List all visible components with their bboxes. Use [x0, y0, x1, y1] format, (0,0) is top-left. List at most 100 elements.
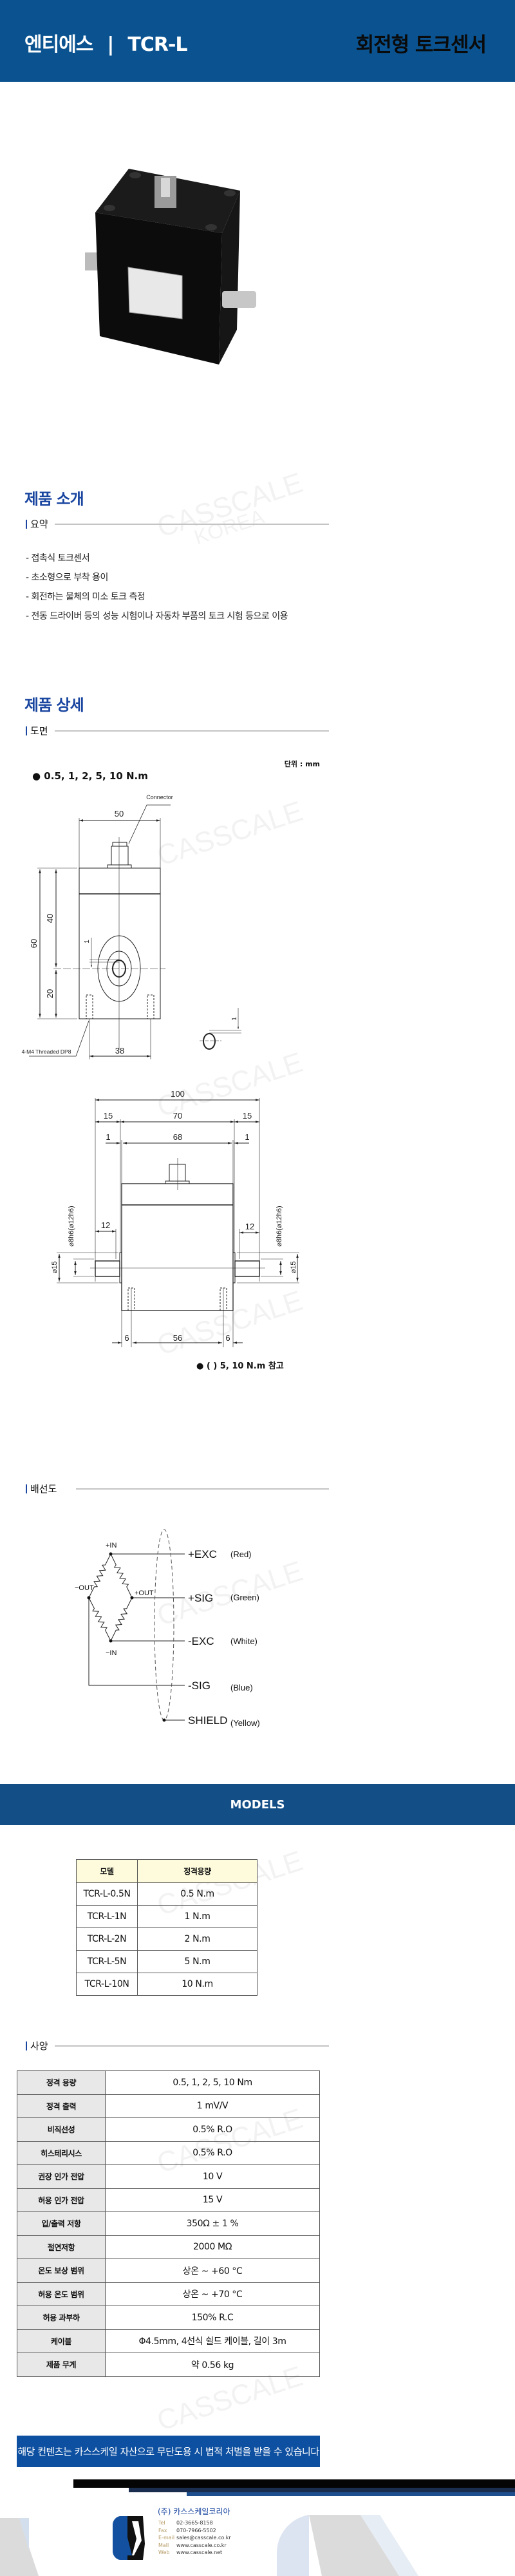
- drawing-label: 도면: [30, 725, 48, 737]
- spec-label: 허용 인가 전압: [17, 2188, 106, 2212]
- spec-label: 정격 용량: [17, 2070, 106, 2095]
- spec-label: 케이블: [17, 2329, 106, 2353]
- divider: [54, 730, 329, 732]
- dim-gap: 1: [84, 940, 91, 943]
- page-header: 엔티에스|TCR-L 회전형 토크센서: [0, 0, 515, 82]
- dim-shaft-left: 12: [101, 1220, 110, 1230]
- model-cell: TCR-L-10N: [76, 1973, 138, 1996]
- dim-inner: 68: [173, 1132, 182, 1142]
- spec-value: 0.5% R.O: [105, 2141, 320, 2165]
- side-face: [219, 191, 240, 365]
- spec-label: 입/출력 저항: [17, 2211, 106, 2236]
- model-cell: TCR-L-1N: [76, 1905, 138, 1928]
- bridge-node-labels: +IN −OUT +OUT −IN: [75, 1542, 154, 1657]
- spec-label: 허용 온도 범위: [17, 2282, 106, 2306]
- spec-value: 상온 ~ +60 °C: [105, 2259, 320, 2283]
- bullet-item: - 접촉식 토크센서: [26, 553, 90, 564]
- flange-diameter-right: ⌀15: [290, 1262, 297, 1274]
- product-photo: [85, 169, 256, 365]
- dim-key: 1: [231, 1017, 238, 1021]
- side-view-labels: 100 15 70 15 1 68 1 12 12 ⌀8h6(⌀12h6) ⌀8…: [51, 1089, 297, 1343]
- wire-color: (Blue): [230, 1683, 253, 1692]
- spec-label: 권장 인가 전압: [17, 2164, 106, 2189]
- subheader-marker: [26, 1484, 27, 1493]
- resistor: [110, 1553, 133, 1598]
- capacity-cell: 2 N.m: [137, 1927, 258, 1951]
- copyright-notice: 해당 컨텐츠는 카스스케일 자산으로 무단도용 시 법적 처벌을 받을 수 있습…: [17, 2436, 320, 2467]
- dim-bottom-right: 6: [225, 1333, 230, 1343]
- spec-value: 10 V: [105, 2164, 320, 2189]
- subheader-marker: [26, 2041, 27, 2050]
- wire-names: +EXC +SIG -EXC -SIG SHIELD: [188, 1548, 227, 1727]
- divider: [54, 523, 329, 525]
- dim-bottom-left: 6: [124, 1333, 129, 1343]
- wire-name: SHIELD: [188, 1714, 227, 1727]
- capacity-cell: 10 N.m: [137, 1973, 258, 1996]
- unit-label: 단위 : mm: [284, 760, 320, 768]
- node-minus-in: −IN: [106, 1649, 117, 1657]
- model-cell: TCR-L-2N: [76, 1927, 138, 1951]
- dim-mid: 70: [173, 1111, 182, 1121]
- model-name: TCR-L: [127, 33, 187, 56]
- specs-label: 사양: [30, 2040, 48, 2052]
- spec-value: 상온 ~ +70 °C: [105, 2282, 320, 2306]
- spec-value: 15 V: [105, 2188, 320, 2212]
- wire-name: +SIG: [188, 1592, 213, 1604]
- spec-label: 제품 무게: [17, 2353, 106, 2377]
- model-cell: TCR-L-5N: [76, 1950, 138, 1973]
- footer-stripe: [73, 2479, 515, 2488]
- company-name: (주) 카스스케일코리아: [158, 2507, 230, 2516]
- product-type-title: 회전형 토크센서: [355, 33, 487, 57]
- spec-label: 절연저항: [17, 2235, 106, 2259]
- spec-value: 150% R.C: [105, 2306, 320, 2330]
- shaft-diameter-right: ⌀8h6(⌀12h6): [276, 1206, 283, 1246]
- spec-label: 히스테리시스: [17, 2141, 106, 2165]
- wire-color: (Red): [230, 1549, 252, 1559]
- wire-color: (Green): [230, 1593, 259, 1602]
- subheader-marker: [26, 519, 27, 529]
- spec-value: 0.5, 1, 2, 5, 10 Nm: [105, 2070, 320, 2095]
- capacity-cell: 5 N.m: [137, 1950, 258, 1973]
- detail-title: 제품 상세: [24, 696, 84, 714]
- column-header: 정격용량: [137, 1859, 258, 1883]
- spec-label: 온도 보상 범위: [17, 2259, 106, 2283]
- node-plus-in: +IN: [106, 1542, 117, 1549]
- resistor: [88, 1597, 111, 1642]
- decorative-logo-left: [0, 2518, 39, 2576]
- front-view: [29, 804, 241, 1059]
- dim-height-total: 60: [29, 939, 39, 948]
- wiring-label: 배선도: [30, 1483, 57, 1495]
- node-minus-out: −OUT: [75, 1584, 94, 1592]
- reference-note: ● ( ) 5, 10 N.m 참고: [196, 1361, 284, 1371]
- dim-height-upper: 40: [45, 914, 55, 923]
- models-banner: MODELS: [0, 1784, 515, 1825]
- resistor: [88, 1553, 111, 1598]
- bullet-item: - 회전하는 물체의 미소 토크 측정: [26, 592, 145, 602]
- wire-name: +EXC: [188, 1548, 217, 1560]
- node-plus-out: +OUT: [135, 1589, 154, 1597]
- column-header: 모델: [76, 1859, 138, 1883]
- left-shaft: [85, 252, 99, 270]
- side-view: [57, 1098, 299, 1347]
- wire-color: (White): [230, 1636, 258, 1646]
- resistor: [110, 1597, 133, 1642]
- summary-subheader: 요약: [26, 517, 329, 531]
- table-header-row: 모델 정격용량: [76, 1859, 258, 1883]
